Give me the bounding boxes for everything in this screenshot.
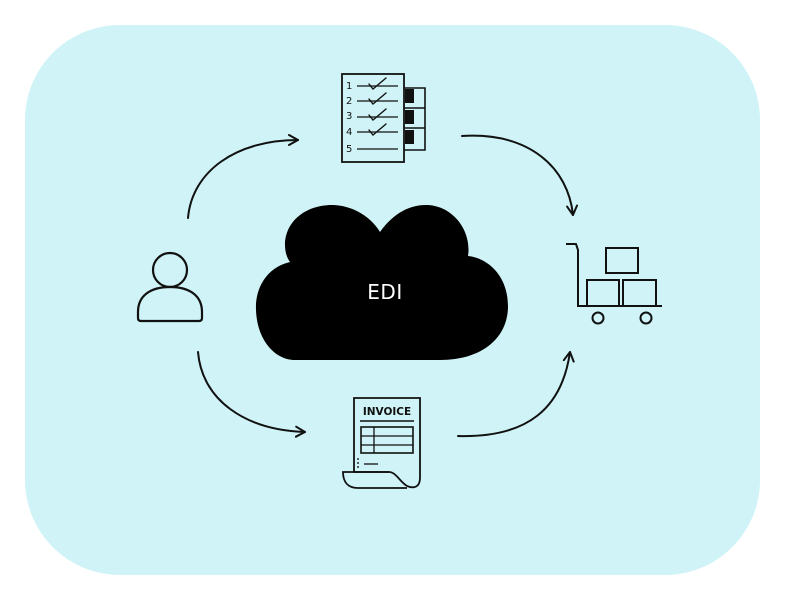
- cloud-icon: [255, 205, 508, 360]
- checklist-number: 4: [346, 127, 352, 138]
- checklist-number: 1: [346, 81, 352, 92]
- arrow-checklist-to-delivery: [461, 134, 579, 216]
- invoice-icon: [342, 397, 421, 489]
- invoice-title: INVOICE: [363, 406, 411, 418]
- checklist-number: 2: [346, 96, 352, 107]
- checklist-number: 3: [346, 111, 352, 122]
- cloud-label: EDI: [367, 280, 403, 304]
- checklist-number: 5: [346, 144, 352, 155]
- checklist-icon: 1 2 3 4 5: [341, 73, 426, 163]
- arrow-invoice-to-delivery: [457, 351, 575, 438]
- user-icon: [136, 251, 204, 323]
- hand-truck-with-boxes-icon: [566, 243, 662, 325]
- arrow-user-to-checklist: [187, 134, 299, 219]
- arrow-user-to-invoice: [197, 351, 306, 438]
